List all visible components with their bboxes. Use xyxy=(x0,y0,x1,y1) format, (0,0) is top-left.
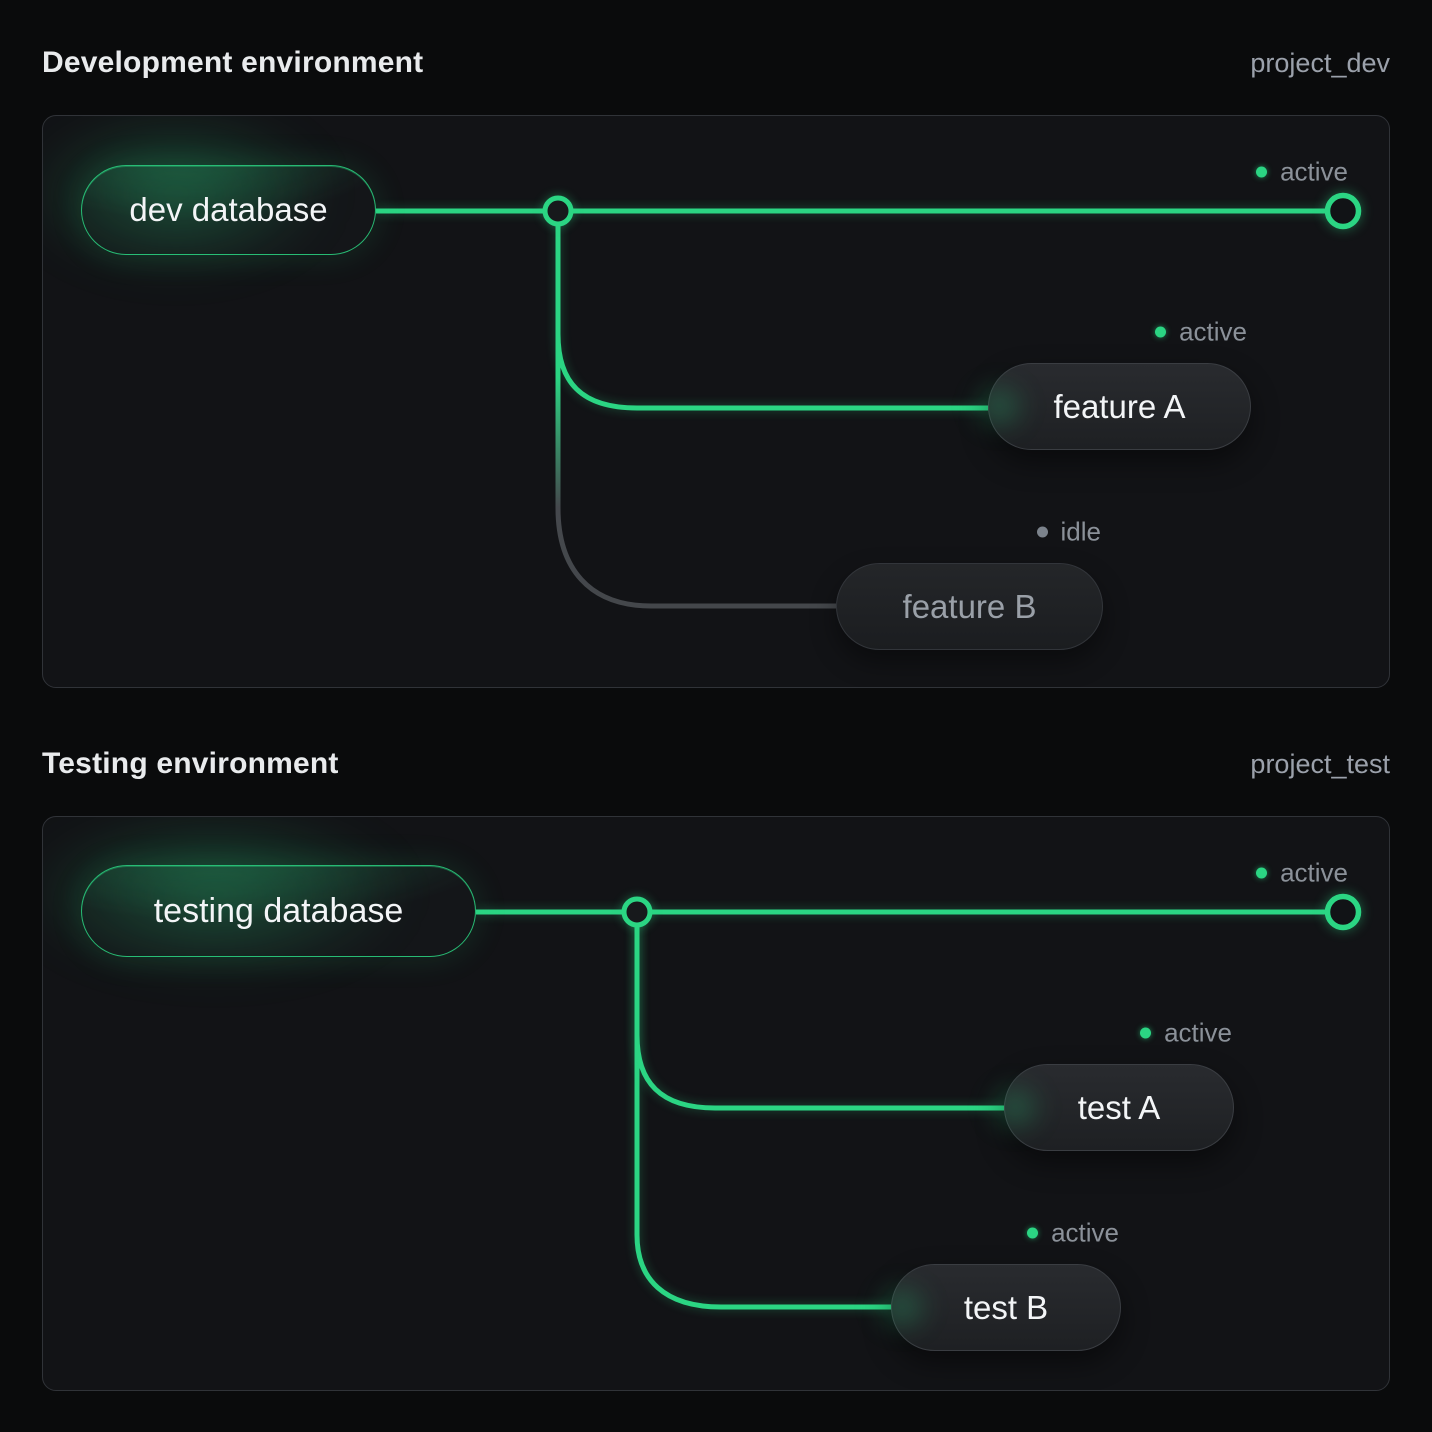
status-dot-icon xyxy=(1140,1027,1152,1039)
status-badge-feature-b: idle xyxy=(1036,516,1101,548)
status-badge-feature-a: active xyxy=(1155,317,1247,348)
status-badge-test-b: active xyxy=(1027,1218,1119,1249)
node-label: feature A xyxy=(1053,387,1186,425)
status-dot-icon xyxy=(1155,326,1167,338)
node-label: test A xyxy=(1077,1088,1161,1126)
status-label: active xyxy=(1164,1017,1232,1048)
section-title: Development environment xyxy=(42,46,424,79)
section-development: Development environment project_dev xyxy=(42,44,1390,688)
branch-line-feature-b xyxy=(555,211,836,609)
status-badge-main: active xyxy=(1256,157,1348,188)
database-node[interactable]: testing database xyxy=(81,865,476,957)
status-label: active xyxy=(1179,316,1247,347)
main-branch-endpoint[interactable] xyxy=(1324,192,1362,230)
branch-node-test-b[interactable]: test B xyxy=(891,1264,1121,1351)
branch-junction-point xyxy=(621,896,653,928)
branch-line-test-a xyxy=(634,912,1004,1111)
section-testing: Testing environment project_test active … xyxy=(42,745,1390,1391)
branch-lines-svg xyxy=(476,893,1362,1310)
status-label: active xyxy=(1280,857,1348,888)
main-branch-endpoint[interactable] xyxy=(1324,893,1362,931)
node-label: feature B xyxy=(902,587,1037,625)
branch-junction-point xyxy=(542,195,574,227)
project-label: project_test xyxy=(1250,749,1390,779)
status-badge-test-a: active xyxy=(1140,1018,1232,1049)
status-dot-icon xyxy=(1256,867,1268,879)
environment-panel-dev: active active idle dev database feature … xyxy=(42,115,1390,688)
node-label: test B xyxy=(963,1288,1049,1326)
section-title: Testing environment xyxy=(42,747,339,780)
status-dot-icon xyxy=(1027,1227,1039,1239)
branch-node-feature-a[interactable]: feature A xyxy=(988,363,1251,450)
status-dot-icon xyxy=(1036,526,1048,538)
project-label: project_dev xyxy=(1250,48,1390,78)
environment-panel-test: active active active testing database te… xyxy=(42,816,1390,1391)
database-node[interactable]: dev database xyxy=(81,165,376,255)
section-header: Testing environment project_test xyxy=(42,745,1390,783)
status-label: idle xyxy=(1060,516,1101,547)
branch-node-test-a[interactable]: test A xyxy=(1004,1064,1234,1151)
section-header: Development environment project_dev xyxy=(42,44,1390,82)
branch-line-test-b xyxy=(634,912,891,1310)
branch-line-feature-a xyxy=(555,211,988,411)
node-label: dev database xyxy=(129,191,328,228)
node-label: testing database xyxy=(153,891,404,930)
status-label: active xyxy=(1051,1217,1119,1248)
branch-node-feature-b[interactable]: feature B xyxy=(836,563,1103,650)
status-dot-icon xyxy=(1256,166,1268,178)
status-badge-main: active xyxy=(1256,858,1348,889)
status-label: active xyxy=(1280,156,1348,187)
branch-lines-svg xyxy=(376,192,1362,609)
